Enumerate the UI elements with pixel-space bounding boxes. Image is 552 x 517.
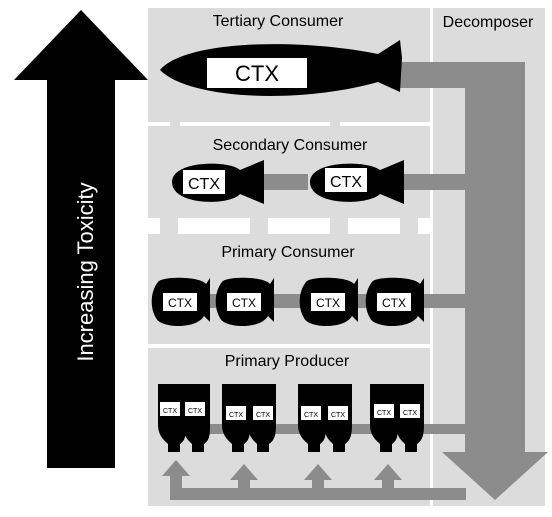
ctx-tag bbox=[301, 406, 321, 420]
ctx-label: CTX bbox=[316, 296, 340, 310]
ctx-label: CTX bbox=[256, 412, 270, 419]
ctx-label: CTX bbox=[235, 61, 279, 86]
primary-consumer-row: CTX CTX CTX CTX bbox=[151, 277, 424, 326]
ctx-label: CTX bbox=[304, 412, 318, 419]
ctx-label: CTX bbox=[163, 408, 177, 415]
ctx-label: CTX bbox=[403, 410, 417, 417]
flow-tertiary bbox=[400, 62, 470, 88]
primary-producer-cluster: CTX CTX bbox=[370, 384, 424, 452]
primary-consumer: CTX bbox=[215, 277, 274, 326]
panel-connector bbox=[330, 216, 348, 236]
primary-producer-cluster: CTX CTX bbox=[298, 384, 352, 452]
tertiary-label: Tertiary Consumer bbox=[213, 13, 344, 30]
primary-consumer-label: Primary Consumer bbox=[221, 244, 355, 261]
primary-producer-row: CTX CTX CTX CTX CTX CTX CTX CTX bbox=[158, 384, 424, 452]
ctx-label: CTX bbox=[382, 296, 406, 310]
secondary-fish: CTX bbox=[172, 160, 264, 204]
secondary-fish: CTX bbox=[310, 160, 404, 204]
secondary-link bbox=[258, 174, 308, 190]
panel-connector bbox=[160, 216, 178, 236]
ctx-tag bbox=[227, 293, 261, 311]
ctx-tag bbox=[253, 406, 273, 420]
primary-producer-cluster: CTX CTX bbox=[222, 384, 276, 452]
ctx-tag bbox=[163, 293, 197, 311]
axis-label: Increasing Toxicity bbox=[73, 182, 98, 361]
panel-connector bbox=[400, 216, 418, 236]
ctx-tag bbox=[183, 170, 225, 194]
panel-connector bbox=[330, 120, 340, 130]
ctx-tag bbox=[400, 404, 420, 418]
ctx-tag bbox=[374, 404, 394, 418]
ctx-tag bbox=[207, 58, 307, 88]
recycle-arrows bbox=[162, 460, 466, 500]
ctx-tag bbox=[226, 406, 246, 420]
primary-consumer: CTX bbox=[151, 277, 210, 326]
ctx-label: CTX bbox=[229, 412, 243, 419]
primary-producer-label: Primary Producer bbox=[225, 353, 350, 370]
decomposer-arrow bbox=[442, 62, 548, 500]
ctx-tag bbox=[160, 402, 180, 416]
ctx-label: CTX bbox=[232, 296, 256, 310]
panel-connector bbox=[250, 216, 268, 236]
primary-consumer: CTX bbox=[365, 277, 424, 326]
ctx-label: CTX bbox=[377, 410, 391, 417]
producer-link bbox=[160, 424, 400, 434]
flow-producer bbox=[395, 424, 465, 434]
panel-connector bbox=[170, 120, 180, 130]
decomposer-label: Decomposer bbox=[443, 14, 534, 31]
tertiary-fish: CTX bbox=[160, 40, 402, 96]
ctx-tag bbox=[311, 293, 345, 311]
primary-producer-cluster: CTX CTX bbox=[158, 384, 210, 452]
ctx-label: CTX bbox=[188, 408, 202, 415]
ctx-label: CTX bbox=[188, 176, 220, 193]
ctx-label: CTX bbox=[168, 296, 192, 310]
ctx-label: CTX bbox=[330, 174, 362, 191]
toxicity-arrow: Increasing Toxicity bbox=[14, 10, 148, 468]
ctx-tag bbox=[325, 168, 367, 192]
secondary-label: Secondary Consumer bbox=[213, 137, 368, 154]
ctx-tag bbox=[377, 293, 411, 311]
flow-secondary bbox=[398, 174, 468, 190]
ctx-tag bbox=[185, 402, 205, 416]
primary-consumer: CTX bbox=[299, 277, 358, 326]
ctx-label: CTX bbox=[331, 412, 345, 419]
secondary-fish-row: CTX CTX bbox=[172, 160, 404, 204]
ctx-tag bbox=[328, 406, 348, 420]
